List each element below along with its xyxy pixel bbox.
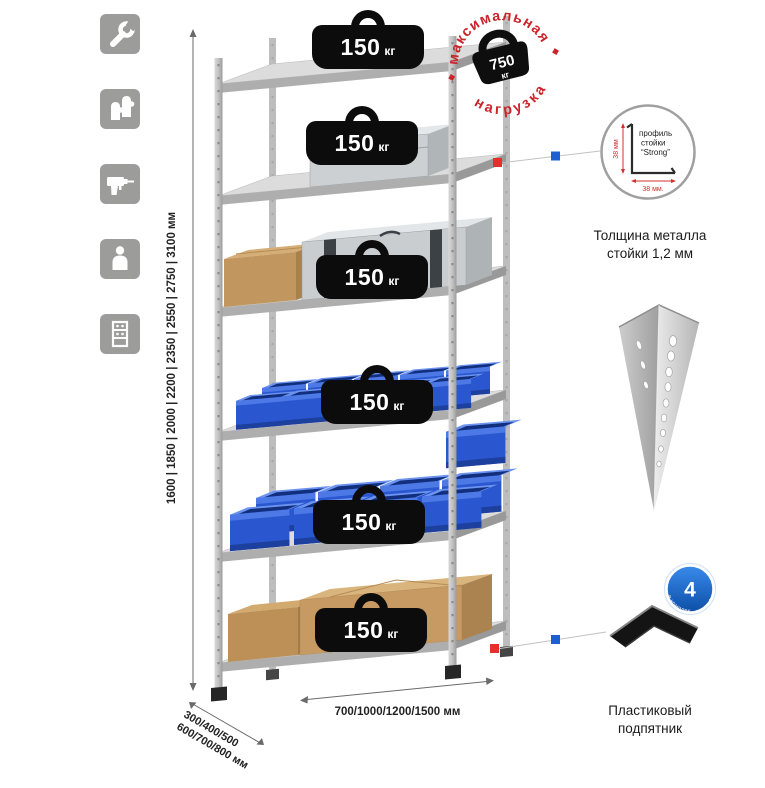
- product-infographic: 1600 | 1850 | 2000 | 2200 | 2350 | 2550 …: [100, 0, 738, 772]
- profile-caption: Толщина металла стойки 1,2 мм: [580, 227, 720, 263]
- foot-caption: Пластиковый подпятник: [580, 702, 720, 738]
- profile-caption-line2: стойки 1,2 мм: [606, 246, 694, 262]
- svg-text:38 мм.: 38 мм.: [642, 186, 663, 193]
- shelf-load-value: 150: [340, 33, 381, 60]
- person-icon: [100, 239, 140, 279]
- stamp-diamond: [448, 74, 456, 81]
- stamp-value: 750: [488, 52, 516, 75]
- post-feet: [211, 645, 513, 702]
- drill-icon: [100, 164, 140, 204]
- quantity-badge: 4 в комплекте: [596, 552, 716, 615]
- shelf-load-unit: кг: [388, 273, 400, 288]
- shelf-load-unit: кг: [393, 398, 405, 413]
- svg-text:38 мм: 38 мм: [613, 139, 620, 159]
- red-marker: [490, 644, 499, 653]
- kettlebell-handle-icon: [360, 365, 394, 384]
- shelf-load-unit: кг: [385, 518, 397, 533]
- width-options-label: 700/1000/1200/1500 мм: [334, 706, 461, 718]
- angle-post-holes: [656, 335, 677, 468]
- wrench-icon: [100, 14, 140, 54]
- foot-caption-line1: Пластиковый: [608, 703, 692, 718]
- red-marker: [493, 158, 502, 167]
- shelf-load-unit: кг: [387, 626, 399, 641]
- profile-caption-line1: Толщина металла: [593, 228, 707, 243]
- quantity-badge-value: 4: [684, 579, 696, 602]
- dimension-lines: [190, 31, 493, 745]
- shelf-load-value: 150: [341, 508, 382, 535]
- gloves-icon: [100, 89, 140, 129]
- shelf-load-value: 150: [349, 388, 390, 415]
- shelf-load-unit: кг: [384, 43, 396, 58]
- shelf-load-value: 150: [344, 263, 385, 290]
- profile-callout-line: [499, 150, 601, 164]
- svg-text:“Strong”: “Strong”: [641, 148, 670, 157]
- dimension-arrowheads: [189, 29, 494, 745]
- kettlebell-handle-icon: [345, 106, 379, 125]
- angle-post-slots: [636, 340, 649, 389]
- shelf-load-value: 150: [343, 616, 384, 643]
- plastic-foot-graphic: 4 в комплекте: [596, 552, 738, 691]
- svg-text:профиль: профиль: [639, 129, 672, 138]
- shelf-load-unit: кг: [378, 139, 390, 154]
- kettlebell-handle-icon: [352, 485, 386, 504]
- plastic-foot-icon: [609, 604, 699, 648]
- profile-dim-horizontal: 38 мм.: [631, 179, 676, 193]
- svg-text:стойки: стойки: [641, 139, 665, 148]
- shelving-icon: [100, 314, 140, 354]
- shelf-load-value: 150: [334, 129, 375, 156]
- kettlebell-handle-icon: [355, 240, 389, 259]
- kettlebell-handle-icon: [351, 10, 385, 29]
- blue-marker: [551, 635, 560, 644]
- height-options-label: 1600 | 1850 | 2000 | 2200 | 2350 | 2550 …: [166, 211, 178, 505]
- profile-label: профиль стойки “Strong”: [639, 129, 672, 157]
- stamp-unit: кг: [500, 69, 510, 81]
- foot-caption-line2: подпятник: [617, 721, 683, 737]
- kettlebell-handle-icon: [354, 593, 388, 612]
- profile-dim-vertical: 38 мм: [613, 123, 625, 174]
- max-load-stamp: максимальная нагрузка 750 кг: [424, 0, 584, 146]
- blue-marker: [551, 151, 560, 161]
- profile-detail-circle: 38 мм 38 мм. профиль стойки “Strong”: [598, 102, 698, 207]
- angle-post-graphic: [593, 293, 723, 538]
- stamp-diamond: [552, 48, 559, 56]
- stamp-kettlebell-icon: [472, 29, 530, 85]
- stamp-arc-bottom-text: нагрузка: [469, 78, 555, 127]
- profile-angle-drawing: [626, 123, 676, 175]
